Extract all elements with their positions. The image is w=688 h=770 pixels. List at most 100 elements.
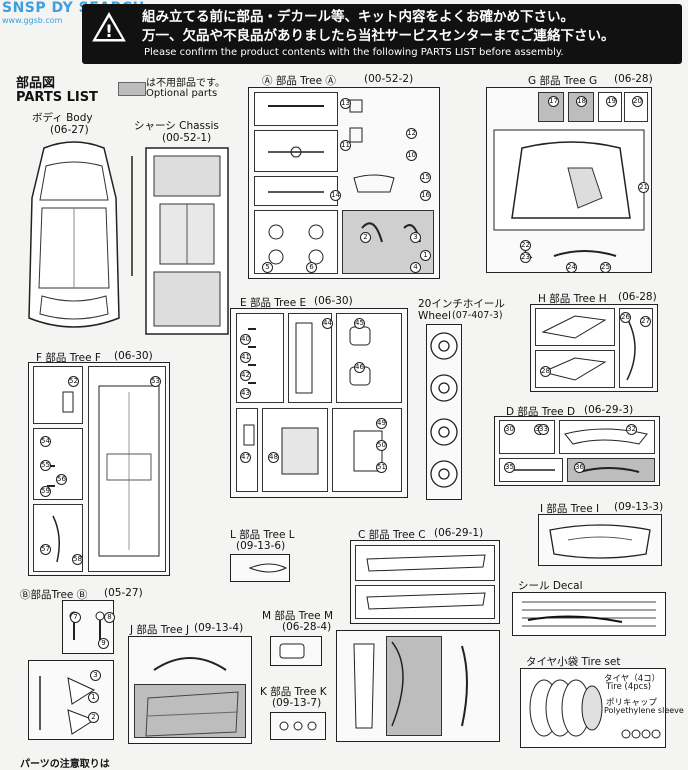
tire-count-jp: タイヤ（4コ）	[604, 674, 661, 684]
tree-c-label: C 部品 Tree C	[358, 529, 426, 541]
tree-k-part-drawing	[279, 721, 317, 731]
tree-j-code: (09-13-4)	[194, 622, 244, 634]
tree-c-rear-panel	[386, 636, 442, 736]
part-number-g-18: 18	[576, 96, 587, 107]
body-code: (06-27)	[50, 124, 89, 136]
tree-l-label: L 部品 Tree L	[230, 529, 295, 541]
notice-line1: 組み立てる前に部品・デカール等、キット内容をよくお確かめ下さい。	[142, 9, 574, 25]
part-number-e-47: 47	[240, 452, 251, 463]
optional-parts-legend-jp: は不用部品です。	[146, 78, 225, 89]
part-number-a-1: 1	[420, 250, 431, 261]
decal-sheet	[512, 592, 666, 636]
part-number-a-13: 13	[340, 98, 351, 109]
wheel-code: (07-407-3)	[452, 310, 503, 321]
part-number-e-42: 42	[240, 370, 251, 381]
part-number-e-43: 43	[240, 388, 251, 399]
decal-sheet-drawing	[522, 601, 656, 627]
svg-text:!: !	[105, 22, 113, 42]
tree-k-code: (09-13-7)	[272, 697, 322, 709]
optional-parts-swatch	[118, 82, 146, 96]
tire-drawing	[529, 679, 603, 737]
poly-cap-jp: ポリキャップ	[606, 698, 658, 708]
part-number-e-44: 44	[322, 318, 333, 329]
part-number-f-58: 58	[72, 554, 83, 565]
part-number-a-12: 12	[406, 128, 417, 139]
decal-label: シール Decal	[518, 580, 583, 592]
tree-e-code: (06-30)	[314, 295, 353, 307]
part-number-e-49: 49	[376, 418, 387, 429]
part-number-a-6: 6	[306, 262, 317, 273]
chassis-code: (00-52-1)	[162, 132, 212, 144]
tree-m-part-drawing	[279, 643, 305, 659]
tree-m-code: (06-28-4)	[282, 621, 332, 633]
part-number-f-57: 57	[40, 544, 51, 555]
part-number-d-36: 36	[574, 462, 585, 473]
part-number-e-51: 51	[376, 462, 387, 473]
part-number-g-25: 25	[600, 262, 611, 273]
tree-m-label: M 部品 Tree M	[262, 610, 334, 622]
poly-cap-en: Polyethylene sleeve	[604, 706, 684, 715]
tree-g-label: G 部品 Tree G	[528, 75, 598, 87]
wheel-label-en: Wheel	[418, 310, 451, 322]
tree-j-label: J 部品 Tree J	[130, 624, 190, 636]
notice-line-en: Please confirm the product contents with…	[144, 47, 564, 58]
footer-note: パーツの注意取りは	[20, 759, 110, 770]
part-number-f-52: 52	[68, 376, 79, 387]
car-body-drawing	[28, 141, 120, 328]
part-number-a-14: 14	[330, 190, 341, 201]
tree-g-code: (06-28)	[614, 73, 653, 85]
tree-f-floor-pan	[88, 366, 166, 572]
tree-a-part-11	[254, 130, 338, 172]
tree-i-code: (09-13-3)	[614, 501, 664, 513]
part-number-a-16: 16	[420, 190, 431, 201]
tree-h-label: H 部品 Tree H	[538, 293, 607, 305]
tree-b-code: (05-27)	[104, 587, 143, 599]
part-number-e-45: 45	[354, 318, 365, 329]
part-number-a-15: 15	[420, 172, 431, 183]
tree-c-code: (06-29-1)	[434, 527, 484, 539]
parts-list-title-jp: 部品図	[16, 76, 56, 91]
tree-a-code: (00-52-2)	[364, 73, 414, 85]
part-number-d-35: 35	[504, 462, 515, 473]
part-number-a-4: 4	[410, 262, 421, 273]
tree-f-code: (06-30)	[114, 350, 153, 362]
notice-banner	[82, 4, 682, 64]
body-label: ボディ Body	[32, 112, 93, 124]
part-number-g-22: 22	[520, 240, 531, 251]
parts-list-title-en: PARTS LIST	[16, 90, 98, 105]
tree-h-parts-drawing	[541, 315, 636, 381]
part-number-b-2: 2	[88, 712, 99, 723]
tire-count-en: Tire (4pcs)	[606, 682, 652, 692]
poly-cap-drawing	[621, 729, 661, 739]
chassis-label: シャーシ Chassis	[134, 120, 219, 132]
tree-c-lower-drawing	[353, 641, 468, 729]
part-number-g-23: 23	[520, 252, 531, 263]
tree-b-label: Ⓑ部品Tree Ⓑ	[20, 589, 88, 601]
part-number-b-9: 9	[98, 638, 109, 649]
tree-i-label: I 部品 Tree I	[540, 503, 600, 515]
tree-l-part-drawing	[248, 563, 288, 573]
part-number-a-11: 11	[340, 140, 351, 151]
part-number-e-48: 48	[268, 452, 279, 463]
part-number-a-5: 5	[262, 262, 273, 273]
tree-f-part-52	[33, 366, 83, 424]
tree-a-part-13	[254, 92, 338, 126]
tree-d-code: (06-29-3)	[584, 404, 634, 416]
tree-h-code: (06-28)	[618, 291, 657, 303]
part-number-g-24: 24	[566, 262, 577, 273]
tree-f-label: F 部品 Tree F	[36, 352, 101, 364]
watermark-domain: www.ggsb.com	[2, 16, 63, 25]
tree-i-bumper-drawing	[549, 524, 651, 559]
notice-line2: 万一、欠品や不良品がありましたら当社サービスセンターまでご連絡下さい。	[142, 28, 615, 44]
part-number-h-28: 28	[540, 366, 551, 377]
warning-icon: !	[92, 11, 126, 42]
tire-set-label: タイヤ小袋 Tire set	[526, 656, 621, 668]
part-number-f-53: 53	[150, 376, 161, 387]
part-number-b-1: 1	[88, 692, 99, 703]
part-number-b-3: 3	[90, 670, 101, 681]
part-number-b-7: 7	[70, 612, 81, 623]
part-number-f-59: 59	[40, 486, 51, 497]
wheel-label: 20インチホイール	[418, 298, 505, 310]
part-number-a-2: 2	[360, 232, 371, 243]
chassis-drawing	[131, 147, 229, 335]
